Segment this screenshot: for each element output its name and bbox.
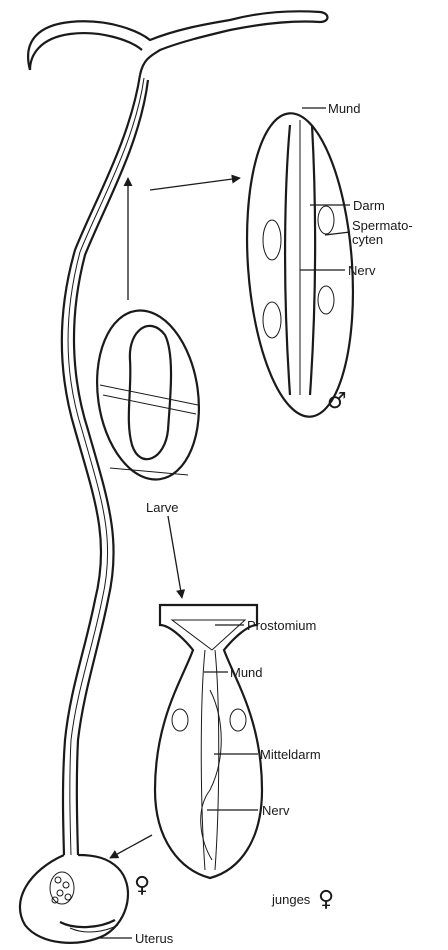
larva-drawing	[87, 304, 210, 486]
young-female-drawing	[155, 605, 262, 878]
adult-female-proboscis	[28, 11, 327, 75]
label-uterus: Uterus	[135, 931, 174, 946]
female-symbol: ♀	[134, 873, 150, 898]
label-nerv-top: Nerv	[348, 263, 376, 278]
label-prostomium: Prostomium	[247, 618, 316, 633]
arrow-female-to-male	[150, 178, 240, 190]
adult-female-trunk	[62, 75, 148, 855]
label-spermatocyten-line1: Spermato-	[352, 218, 413, 233]
label-mund-bottom: Mund	[230, 665, 263, 680]
label-mund-top: Mund	[328, 101, 361, 116]
label-mitteldarm: Mitteldarm	[260, 747, 321, 762]
label-spermatocyten-line2: cyten	[352, 232, 383, 247]
label-nerv-bottom: Nerv	[262, 803, 290, 818]
dwarf-male-drawing	[238, 110, 363, 421]
arrow-young-to-adult	[110, 835, 152, 858]
adult-female-body-sac	[20, 855, 128, 943]
male-symbol: ♂	[327, 389, 347, 414]
arrow-larva-to-young-female	[168, 516, 182, 598]
label-darm: Darm	[353, 198, 385, 213]
label-larve: Larve	[146, 500, 179, 515]
junges-female-symbol: ♀	[318, 887, 334, 912]
label-junges: junges	[271, 892, 311, 907]
